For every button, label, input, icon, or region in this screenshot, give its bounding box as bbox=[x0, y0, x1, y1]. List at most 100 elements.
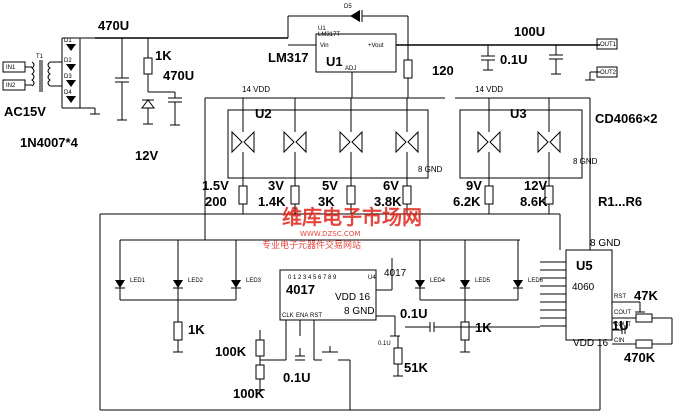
u1-adj: ADJ bbox=[345, 66, 356, 72]
v3: 3V bbox=[268, 178, 284, 193]
v9: 9V bbox=[466, 178, 482, 193]
output-section: 0.1U 100U OUT1 OUT2 bbox=[481, 24, 618, 81]
u1-vout: +Vout bbox=[368, 43, 384, 49]
out2-label: OUT2 bbox=[600, 70, 617, 76]
gnd8b: 8 GND bbox=[573, 157, 598, 166]
r-range: R1...R6 bbox=[598, 194, 642, 209]
v12: 12V bbox=[524, 178, 547, 193]
led6: LED6 bbox=[528, 278, 544, 284]
res-120-label: 120 bbox=[432, 63, 454, 78]
led3: LED3 bbox=[246, 278, 262, 284]
vdd-14b: 14 VDD bbox=[475, 85, 503, 94]
led5: LED5 bbox=[475, 278, 491, 284]
u4-ref: U4 bbox=[368, 275, 376, 281]
watermark: 维库电子市场网 WWW.DZSC.COM 专业电子元器件交易网站 bbox=[262, 205, 422, 251]
u3-box bbox=[459, 109, 583, 179]
r1-4k: 1.4K bbox=[258, 194, 286, 209]
res-100k-a: 100K bbox=[215, 344, 247, 359]
u5-ref: U5 bbox=[576, 258, 593, 273]
led4: LED4 bbox=[430, 278, 446, 284]
res-1k-top-label: 1K bbox=[155, 48, 172, 63]
cap-0-1u-c: 0.1U bbox=[378, 341, 391, 347]
v5: 5V bbox=[322, 178, 338, 193]
resistor-ladder: 1.5V 3V 5V 6V 9V 12V 200 1.4K 3K 3.8K 6.… bbox=[100, 178, 642, 215]
t1-label: T1 bbox=[36, 54, 44, 60]
ac15v-label: AC15V bbox=[4, 104, 46, 119]
gnd8d: 8 GND bbox=[590, 238, 621, 249]
watermark-url: WWW.DZSC.COM bbox=[300, 230, 360, 238]
zener-12v-label: 12V bbox=[135, 148, 158, 163]
r200: 200 bbox=[205, 194, 227, 209]
res-47k: 47K bbox=[634, 288, 658, 303]
u1-ref: U1 bbox=[318, 26, 326, 32]
in2-label: IN2 bbox=[6, 83, 16, 89]
regulator-u1: D5 U1 LM317T Vin +Vout ADJ U1 LM317 120 bbox=[268, 4, 600, 98]
r6-2k: 6.2K bbox=[453, 194, 481, 209]
res-470k: 470K bbox=[624, 350, 656, 365]
out1-label: OUT1 bbox=[600, 42, 617, 48]
u5-rst: RST bbox=[614, 294, 626, 300]
u5-cout: COUT bbox=[614, 310, 631, 316]
res-1k-led: 1K bbox=[188, 322, 205, 337]
u4-ena: ENA bbox=[296, 313, 308, 319]
v1-5: 1.5V bbox=[202, 178, 229, 193]
res-100k-b: 100K bbox=[233, 386, 265, 401]
led2: LED2 bbox=[188, 278, 204, 284]
u4-vdd: VDD 16 bbox=[335, 292, 370, 303]
cd4066-label: CD4066×2 bbox=[595, 111, 658, 126]
cap-470u-b-label: 470U bbox=[163, 68, 194, 83]
u5-cin: CIN bbox=[614, 338, 624, 344]
diodes-label: 1N4007*4 bbox=[20, 135, 79, 150]
cap-0-1u-label: 0.1U bbox=[500, 52, 527, 67]
u4-rst: RST bbox=[310, 313, 322, 319]
u2-box bbox=[227, 109, 429, 179]
cap-100u-label: 100U bbox=[514, 24, 545, 39]
oscillator-u5: U5 4060 VDD 16 8 GND RST COUT COUT CIN 4… bbox=[540, 238, 673, 410]
u1-part: LM317T bbox=[318, 32, 340, 38]
u5-cout2: COUT bbox=[614, 322, 631, 328]
u5-part: 4060 bbox=[572, 282, 595, 293]
r3-8k: 3.8K bbox=[374, 194, 402, 209]
cap-470u-a-label: 470U bbox=[98, 18, 129, 33]
transformer: IN1 IN2 T1 AC15V bbox=[2, 54, 62, 119]
u2-label: U2 bbox=[255, 106, 272, 121]
vdd-rail: 14 VDD 14 VDD bbox=[204, 85, 590, 240]
gnd8c: 8 GND bbox=[344, 306, 375, 317]
cap-0-1u-d: 0.1U bbox=[283, 370, 310, 385]
watermark-brand: 维库电子市场网 bbox=[282, 205, 422, 229]
bus-lines bbox=[99, 98, 600, 411]
u5-vdd: VDD 16 bbox=[573, 338, 608, 349]
lm317-label: LM317 bbox=[268, 50, 308, 65]
filter-section: 470U 1K 12V 470U bbox=[95, 18, 288, 163]
u3-label: U3 bbox=[510, 106, 527, 121]
switch-glyphs bbox=[231, 98, 561, 186]
led-row: LED1 LED2 LED3 LED4 LED5 LED6 1K 1K bbox=[115, 239, 544, 353]
d3-label: D3 bbox=[64, 74, 72, 80]
in1-label: IN1 bbox=[6, 65, 16, 71]
d5-label: D5 bbox=[344, 4, 352, 10]
gnd8a: 8 GND bbox=[418, 165, 443, 174]
vdd-14a: 14 VDD bbox=[242, 85, 270, 94]
res-51k: 51K bbox=[404, 360, 428, 375]
led1: LED1 bbox=[130, 278, 146, 284]
counter-u4: 0 1 2 3 4 5 6 7 8 9 4017 U4 VDD 16 CLK E… bbox=[279, 258, 540, 377]
watermark-slogan: 专业电子元器件交易网站 bbox=[262, 239, 361, 251]
u1-label: U1 bbox=[326, 54, 343, 69]
r8-6k: 8.6K bbox=[520, 194, 548, 209]
bridge-rectifier: D1 D2 D3 D4 1N4007*4 bbox=[20, 37, 100, 150]
svg-text:0 1 2 3 4 5 6 7 8 9: 0 1 2 3 4 5 6 7 8 9 bbox=[288, 275, 337, 281]
d4-label: D4 bbox=[64, 90, 72, 96]
u1-vin: Vin bbox=[320, 43, 329, 49]
u4-part: 4017 bbox=[286, 282, 315, 297]
u4-4017-side: 4017 bbox=[384, 268, 407, 279]
v6: 6V bbox=[383, 178, 399, 193]
d1-label: D1 bbox=[64, 38, 72, 44]
cap-0-1u-b: 0.1U bbox=[400, 306, 427, 321]
r3k: 3K bbox=[318, 194, 335, 209]
u4-clk: CLK bbox=[282, 313, 294, 319]
cap-1u: 1U bbox=[612, 318, 629, 333]
d2-label: D2 bbox=[64, 58, 72, 64]
reset-network: 100K 100K 0.1U bbox=[215, 330, 351, 410]
